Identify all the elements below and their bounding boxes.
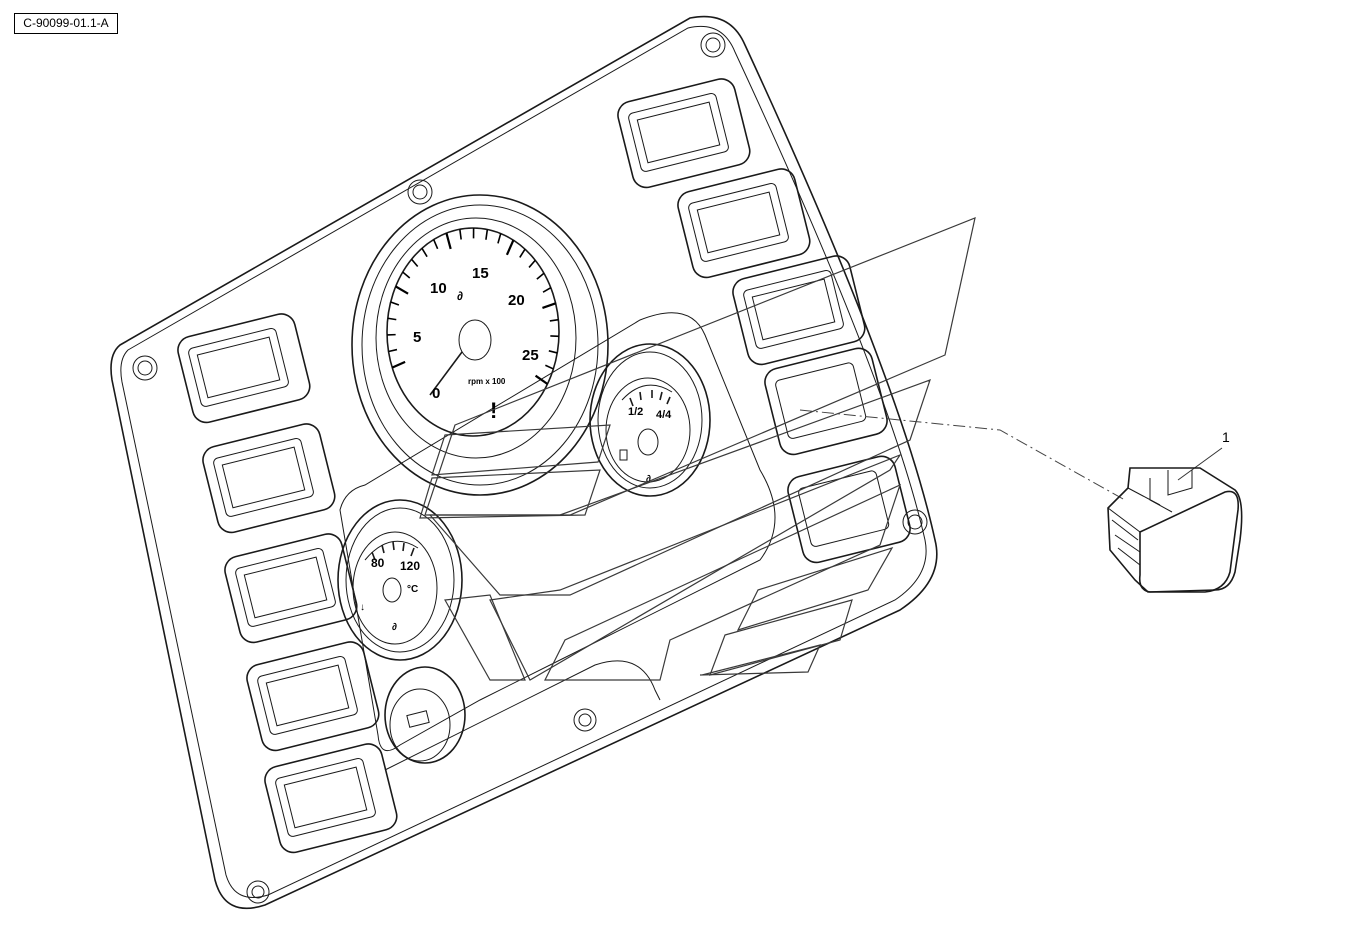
tachometer-tick [459, 229, 462, 240]
watermark-logo [419, 217, 976, 681]
hour-meter [384, 666, 466, 764]
tachometer-unit-label: rpm x 100 [468, 377, 506, 386]
left-switch-column [177, 313, 398, 854]
fuel-gauge: 1/2 4/4 ∂ [589, 343, 711, 497]
fuel-pump-icon [619, 449, 628, 461]
tachometer-tick [395, 285, 409, 295]
fuel-label-half: 1/2 [628, 406, 643, 418]
tachometer-label-10: 10 [430, 280, 447, 297]
callout-leader: 1 [799, 409, 1230, 501]
brand-logo-icon: ∂ [646, 474, 651, 485]
coolant-icon: ↓ [360, 602, 365, 613]
tachometer-tick [519, 248, 526, 258]
tachometer-tick [445, 232, 452, 250]
switch-slot [224, 533, 358, 644]
tachometer-tick [548, 350, 558, 354]
warning-icon: ! [490, 398, 497, 423]
tachometer-tick [388, 348, 398, 353]
tachometer-tick-marks [387, 227, 559, 385]
tachometer-label-15: 15 [472, 265, 489, 282]
tachometer-tick [534, 374, 549, 385]
tachometer-tick [505, 239, 515, 256]
tachometer-tick [542, 302, 557, 309]
tachometer-label-5: 5 [413, 329, 421, 346]
tachometer-tick [402, 271, 411, 279]
temperature-unit-label: °C [407, 584, 418, 595]
temperature-gauge: 80 120 °C ∂ ↓ [337, 499, 463, 661]
callout-number: 1 [1222, 429, 1230, 445]
switch-slot [677, 168, 811, 279]
tachometer-tick [390, 301, 400, 306]
switch-slot [246, 641, 380, 752]
switch-slot [732, 255, 866, 366]
right-switch-column [617, 78, 911, 564]
tachometer-tick [528, 259, 536, 268]
temperature-gauge-ticks [371, 541, 415, 561]
tachometer-tick [421, 247, 428, 258]
tachometer-tick [549, 318, 559, 322]
brand-logo-icon: ∂ [457, 289, 463, 303]
temperature-label-120: 120 [400, 559, 420, 573]
tachometer-tick [545, 364, 554, 370]
tachometer-tick [391, 360, 406, 369]
tachometer-tick [485, 229, 489, 240]
tachometer: 0 5 10 15 20 25 rpm x 100 ! ∂ [351, 194, 609, 496]
brand-logo-icon: ∂ [392, 622, 397, 633]
tachometer-tick [387, 317, 397, 321]
fuel-gauge-ticks [629, 390, 671, 407]
switch-slot [617, 78, 751, 189]
tachometer-label-0: 0 [432, 385, 440, 402]
switch-slot [202, 423, 336, 534]
tachometer-tick [410, 258, 419, 268]
blanking-plug-part [1107, 467, 1243, 593]
drawing-reference-label: C-90099-01.1-A [14, 13, 118, 34]
switch-slot [787, 455, 911, 564]
tachometer-label-25: 25 [522, 347, 539, 364]
temperature-label-80: 80 [371, 556, 385, 570]
tachometer-tick [497, 233, 502, 244]
panel-housing [110, 15, 938, 910]
tachometer-tick [536, 272, 545, 280]
tachometer-label-20: 20 [508, 292, 525, 309]
mounting-holes [132, 32, 928, 904]
tachometer-tick [432, 239, 439, 250]
switch-slot [177, 313, 311, 424]
switch-slot [264, 743, 398, 854]
fuel-label-full: 4/4 [656, 409, 672, 421]
tachometer-tick [542, 287, 552, 293]
